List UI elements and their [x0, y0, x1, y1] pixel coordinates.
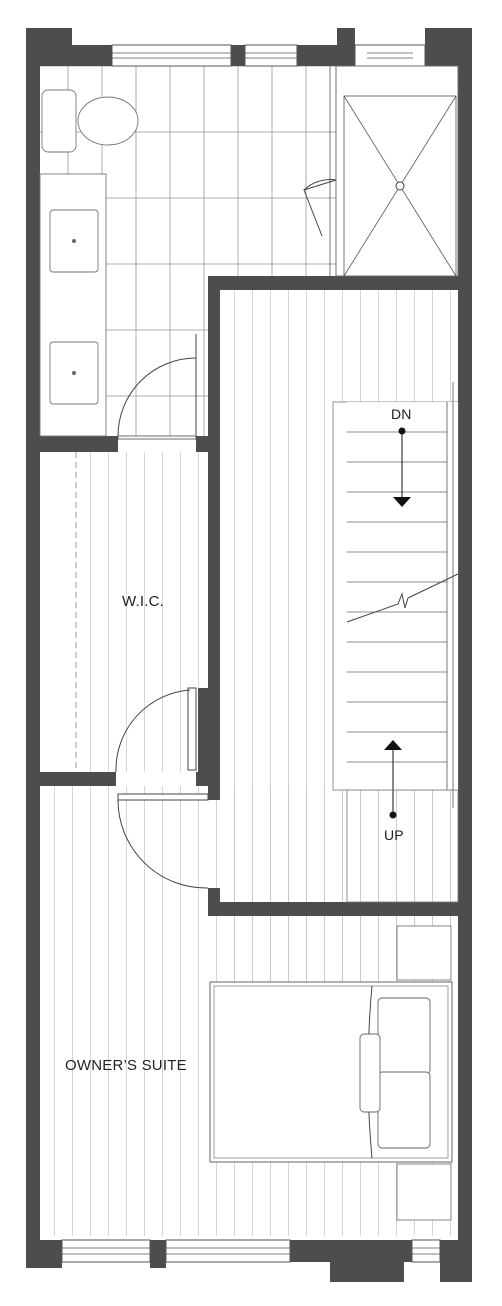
stair-up-label: UP — [384, 827, 404, 843]
window-bottom-1 — [61, 1239, 151, 1263]
top-wall-left — [26, 28, 72, 66]
shower-door-swing — [303, 179, 337, 237]
bottom-wall-seg1 — [150, 1240, 166, 1268]
window-top-1 — [111, 44, 232, 67]
top-wall-seg1 — [72, 45, 112, 66]
closet-hall-wall — [208, 436, 220, 800]
closet-door-swing — [115, 687, 197, 773]
window-top-2 — [244, 44, 298, 67]
staircase — [332, 382, 459, 819]
top-wall-seg3 — [297, 45, 337, 66]
walls — [26, 28, 472, 1282]
window-top-3 — [354, 44, 426, 67]
closet-suite-wall-right — [196, 772, 220, 786]
bath-closet-wall-left — [40, 436, 118, 452]
suite-door-swing — [117, 793, 209, 889]
bath-vertical-wall — [208, 276, 220, 436]
window-bottom-2 — [165, 1239, 291, 1263]
bottom-wall-bump — [330, 1262, 404, 1282]
doors — [75, 334, 209, 889]
hall-landing — [346, 789, 459, 903]
bottom-wall-seg2 — [290, 1240, 412, 1262]
bathroom-tile-floor-lower — [105, 276, 208, 436]
bathroom-fixtures — [39, 65, 459, 437]
stair-break-line — [346, 573, 459, 623]
toilet-icon — [41, 89, 139, 153]
windows — [61, 44, 441, 1263]
bath-hall-wall — [208, 276, 472, 290]
nightstand — [396, 1163, 452, 1221]
sink-icon — [49, 341, 99, 405]
bathroom-door-swing — [117, 334, 197, 440]
hall-suite-wall — [208, 902, 472, 916]
exterior-wall-left — [26, 28, 40, 1268]
shower-icon — [329, 65, 459, 277]
bottom-wall-right — [440, 1240, 472, 1282]
stair-up-arrow — [384, 740, 402, 819]
top-wall-seg2 — [231, 45, 245, 66]
top-wall-seg4 — [337, 28, 355, 66]
stair-down-label: DN — [391, 406, 412, 422]
stair-down-arrow — [393, 427, 411, 507]
closet-floor — [78, 452, 200, 772]
top-wall-right — [425, 28, 472, 66]
window-bottom-3 — [411, 1239, 441, 1263]
closet-door-jamb — [198, 688, 208, 786]
bed-icon — [209, 981, 453, 1163]
closet-suite-wall — [40, 772, 116, 786]
bedroom-furniture — [209, 925, 453, 1221]
suite-label: OWNER’S SUITE — [65, 1057, 187, 1074]
closet-label: W.I.C. — [122, 593, 165, 610]
bottom-wall-left — [26, 1240, 62, 1268]
stair-treads — [347, 431, 447, 763]
exterior-wall-right — [458, 28, 472, 1268]
sink-icon — [49, 209, 99, 273]
nightstand — [396, 925, 452, 981]
